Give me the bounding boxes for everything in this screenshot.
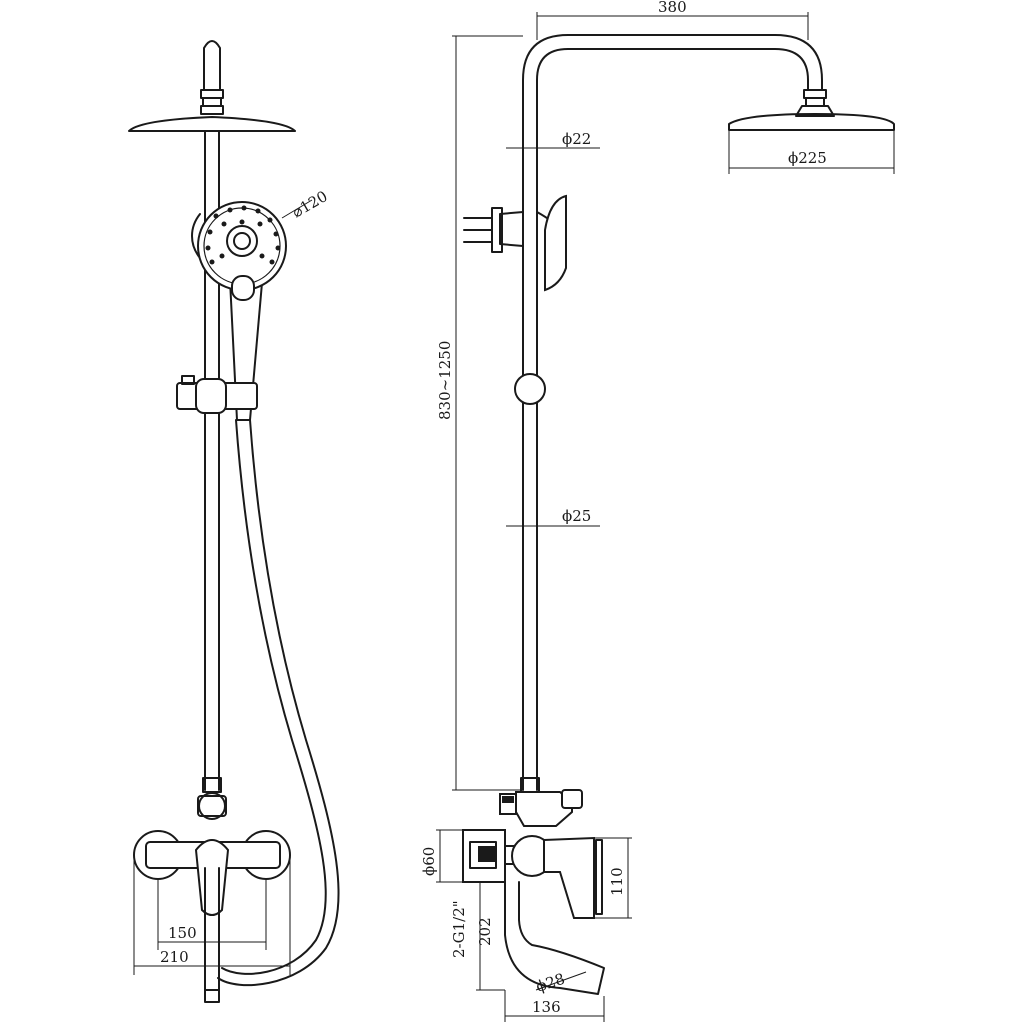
front-shower-head bbox=[128, 116, 296, 132]
dim-spout-height: 2-G1/2" 202 bbox=[450, 882, 505, 991]
dim-inlet-spacing: 150 bbox=[157, 879, 267, 950]
label-inlet-thread: 2-G1/2" bbox=[450, 900, 468, 958]
side-view: ϕ225 380 ϕ22 830 bbox=[420, 0, 895, 1022]
side-handshower bbox=[544, 194, 567, 292]
label-arm-length: 380 bbox=[658, 0, 687, 16]
side-spout bbox=[504, 881, 605, 995]
label-upper-pipe-diameter: ϕ22 bbox=[562, 130, 591, 148]
front-top-connector bbox=[200, 40, 224, 115]
side-diverter bbox=[499, 777, 583, 827]
label-spout-length: 136 bbox=[532, 998, 561, 1016]
dim-mixer-body: ϕ60 bbox=[420, 829, 463, 883]
side-head-connector bbox=[795, 89, 835, 117]
side-shower-head bbox=[728, 113, 895, 131]
front-diverter bbox=[197, 777, 227, 820]
label-height-range: 830~1250 bbox=[436, 341, 454, 420]
front-slider-holder bbox=[176, 375, 258, 414]
front-hose bbox=[217, 419, 340, 987]
front-handshower-face bbox=[197, 201, 287, 301]
dim-arm-length: 380 bbox=[536, 0, 809, 40]
label-inlet-spacing: 150 bbox=[168, 924, 197, 942]
front-mixer-body bbox=[133, 830, 291, 1003]
dim-height-range: 830~1250 bbox=[436, 35, 523, 791]
label-spout-diameter: ϕ28 bbox=[534, 970, 567, 996]
front-upper-bracket bbox=[191, 213, 201, 259]
label-mixer-height: 110 bbox=[608, 867, 626, 896]
front-view: 150 210 ⌀120 bbox=[128, 40, 340, 1003]
label-handshower-diameter: ⌀120 bbox=[289, 187, 331, 221]
side-mixer bbox=[462, 829, 603, 919]
label-head-diameter: ϕ225 bbox=[788, 149, 827, 167]
dim-lower-pipe: ϕ25 bbox=[506, 507, 600, 527]
side-arm-and-riser bbox=[522, 34, 823, 791]
label-mixer-body-diameter: ϕ60 bbox=[420, 847, 438, 876]
dim-mixer-width: 210 bbox=[133, 855, 291, 975]
side-slider-knob bbox=[514, 373, 546, 405]
dim-upper-pipe: ϕ22 bbox=[506, 130, 600, 149]
dim-head-diameter: ϕ225 bbox=[728, 130, 895, 174]
label-lower-pipe-diameter: ϕ25 bbox=[562, 507, 591, 525]
label-mixer-width: 210 bbox=[160, 948, 189, 966]
dim-mixer-height: 110 bbox=[594, 837, 632, 919]
label-spout-height: 202 bbox=[476, 917, 494, 946]
dim-spout-length: 136 bbox=[504, 990, 605, 1022]
